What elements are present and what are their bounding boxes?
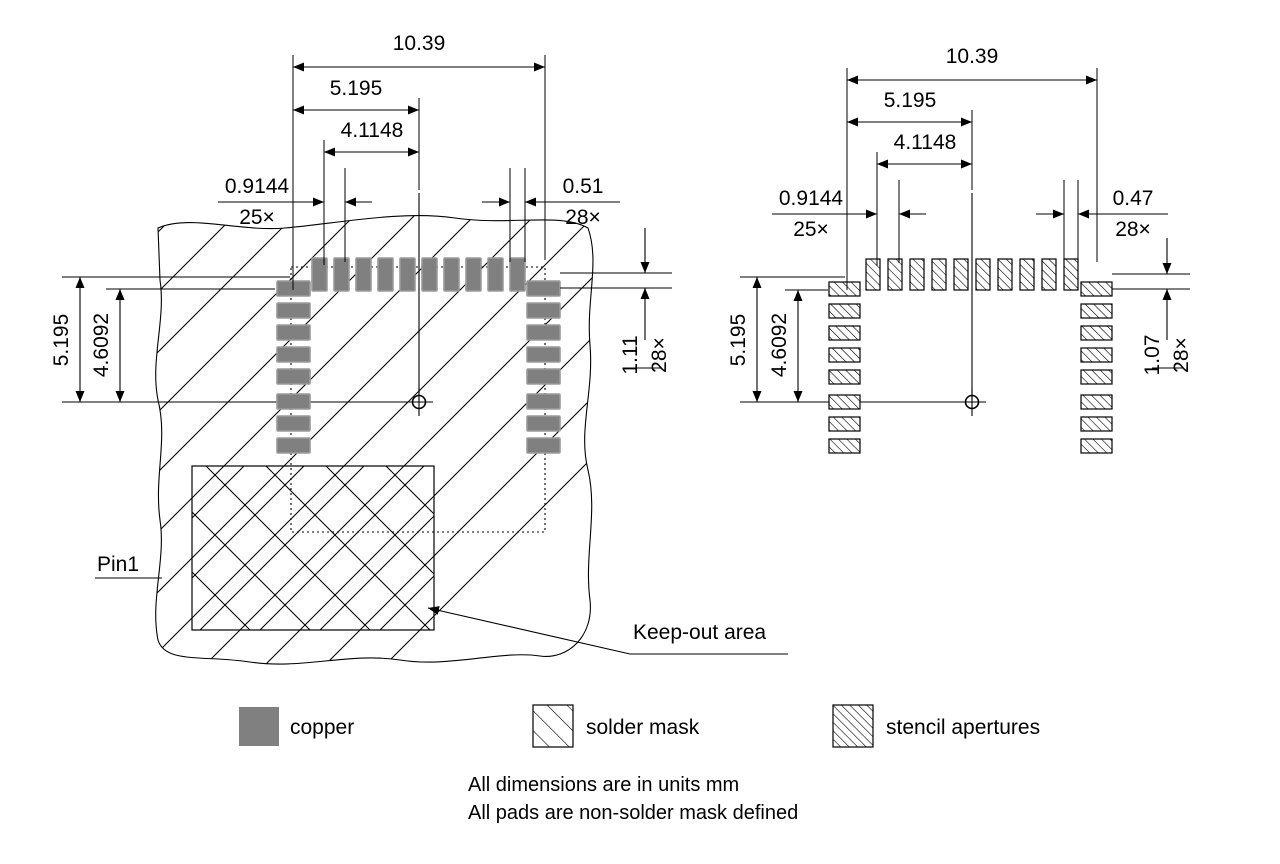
dim-label-pitch-left: 0.9144 xyxy=(225,175,290,198)
dim-label-inner-height-left: 4.6092 xyxy=(90,313,113,377)
dim-label-pitch-count-left: 25× xyxy=(239,206,275,229)
legend-swatch-solder-mask xyxy=(532,704,574,748)
dim-overall-height-right: 5.195 xyxy=(727,276,845,402)
legend-label-stencil-apertures: stencil apertures xyxy=(886,716,1040,739)
dim-label-inner-width-right: 4.1148 xyxy=(894,131,957,154)
legend-swatch-copper xyxy=(239,707,279,746)
dim-label-overall-height-left: 5.195 xyxy=(50,314,73,367)
left-view-group: 10.39 5.195 4.1148 0.9144 25× xyxy=(50,32,788,665)
dim-inner-height-left: 4.6092 xyxy=(90,288,275,402)
keepout-annotation: Keep-out area xyxy=(427,606,788,655)
pin1-annotation: Pin1 xyxy=(95,553,162,579)
dim-overall-height-left: 5.195 xyxy=(50,276,290,402)
copper-pads-right-column xyxy=(526,280,561,454)
copper-pads-left-column xyxy=(276,280,311,454)
legend-label-copper: copper xyxy=(290,716,354,739)
dim-pad-width-left: 0.51 28× xyxy=(482,168,620,262)
right-view-group: 10.39 5.195 4.1148 0.9144 25× xyxy=(727,45,1193,454)
dim-label-half-width-left: 5.195 xyxy=(330,77,383,100)
dim-label-pad-width-right: 0.47 xyxy=(1113,187,1154,210)
package-body-outline xyxy=(290,266,546,533)
dim-half-width-left: 5.195 xyxy=(293,77,420,190)
dim-label-pad-length-count-right: 28× xyxy=(1170,337,1193,373)
dim-inner-height-right: 4.6092 xyxy=(768,289,828,402)
note-line-1: All dimensions are in units mm xyxy=(468,774,739,796)
legend-swatch-stencil-apertures xyxy=(832,704,874,748)
dim-label-overall-width-right: 10.39 xyxy=(946,45,999,68)
solder-mask-outline xyxy=(155,215,594,665)
legend-group: copper solder mask stencil apertures xyxy=(239,704,1040,748)
dim-label-half-width-right: 5.195 xyxy=(884,89,937,112)
pin1-label: Pin1 xyxy=(97,553,139,576)
notes-group: All dimensions are in units mm All pads … xyxy=(468,774,798,824)
stencil-apertures-top-row xyxy=(865,258,1079,291)
dim-label-pad-width-count-right: 28× xyxy=(1115,218,1151,241)
keep-out-rectangle xyxy=(191,465,435,631)
dim-label-overall-width-left: 10.39 xyxy=(393,32,446,55)
dim-label-pad-width-left: 0.51 xyxy=(563,175,604,198)
dim-label-pitch-count-right: 25× xyxy=(793,218,829,241)
dim-overall-width-right: 10.39 xyxy=(846,45,1098,290)
dim-half-width-right: 5.195 xyxy=(847,89,973,190)
dim-pad-length-right: 1.07 28× xyxy=(1112,238,1193,375)
dim-pad-length-left: 1.11 28× xyxy=(560,228,672,375)
copper-pads-top-row xyxy=(311,257,526,292)
dim-label-pad-length-right: 1.07 xyxy=(1141,335,1164,376)
dim-label-pad-width-count-left: 28× xyxy=(565,206,601,229)
dim-label-inner-height-right: 4.6092 xyxy=(768,313,791,377)
stencil-apertures-right-column xyxy=(1080,281,1113,454)
dim-pitch-left: 0.9144 25× xyxy=(218,168,372,262)
dim-label-pad-length-count-left: 28× xyxy=(648,337,671,373)
legend-label-solder-mask: solder mask xyxy=(586,716,700,739)
dim-label-inner-width-left: 4.1148 xyxy=(341,119,404,142)
note-line-2: All pads are non-solder mask defined xyxy=(468,802,798,824)
dim-label-overall-height-right: 5.195 xyxy=(727,314,750,367)
keepout-label: Keep-out area xyxy=(633,621,766,644)
dim-pad-width-right: 0.47 28× xyxy=(1036,180,1168,263)
dim-overall-width-left: 10.39 xyxy=(292,32,546,290)
dim-pitch-right: 0.9144 25× xyxy=(772,180,926,263)
dim-inner-width-left: 4.1148 xyxy=(323,119,419,265)
stencil-apertures-left-column xyxy=(828,281,861,454)
dim-inner-width-right: 4.1148 xyxy=(876,131,972,266)
dim-label-pitch-right: 0.9144 xyxy=(779,187,844,210)
keep-out-crosshatch xyxy=(192,466,434,630)
dim-label-pad-length-left: 1.11 xyxy=(619,335,642,374)
